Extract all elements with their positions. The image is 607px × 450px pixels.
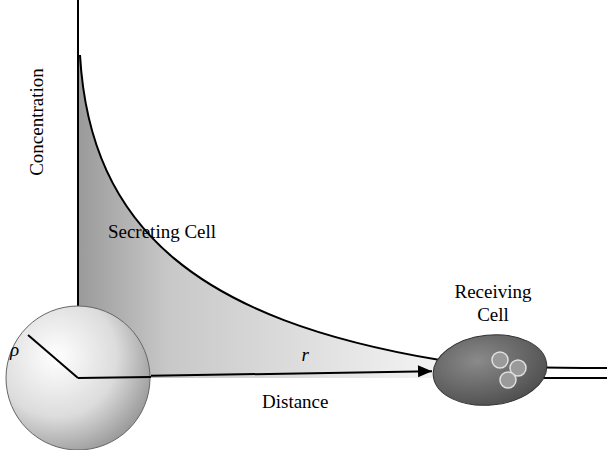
arrow-line [151,371,432,376]
arrow-head [418,365,432,377]
secreting-cell: Secreting Cell [5,305,151,450]
cell-outline [432,334,548,406]
cell-label: Receiving Cell [445,280,541,326]
receiving-cell: Receiving Cell [432,334,548,406]
concentration-axis [77,0,79,310]
cell-body [432,334,548,406]
axis-title: Concentration [25,68,48,176]
cell-outline [5,305,151,450]
shaded-area [78,55,440,378]
axis-title: Distance [262,390,328,413]
distance-axis [540,377,607,379]
radius-symbol: ρ [10,338,19,361]
center-line [78,377,151,378]
vesicle [500,372,516,388]
distance-symbol: r [302,343,309,366]
distance-arrow [151,365,432,377]
cell-label: Secreting Cell [107,220,217,243]
vesicle [492,352,508,368]
concentration-curve [80,55,607,368]
radius-line [28,335,78,378]
